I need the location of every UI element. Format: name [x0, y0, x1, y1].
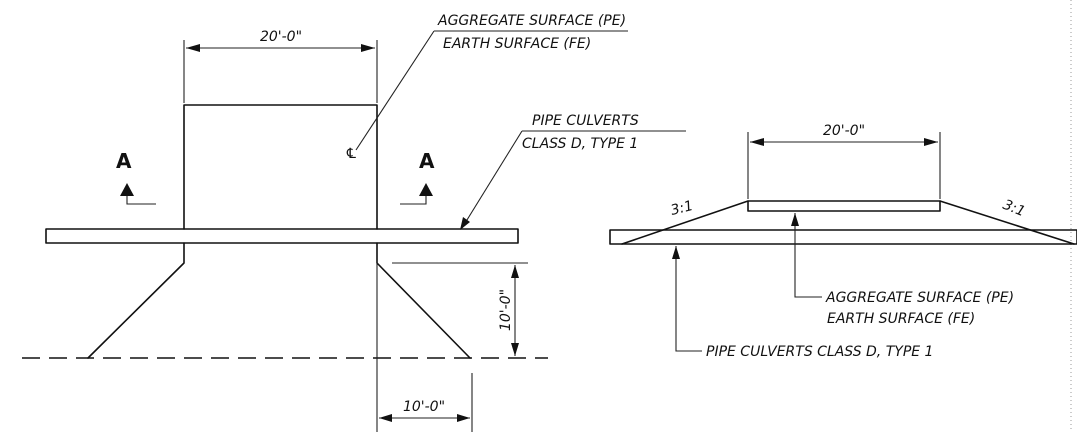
- arrowhead-icon: [457, 414, 470, 422]
- arrowhead-icon: [750, 138, 764, 146]
- section-slope-left-label: 3:1: [669, 198, 695, 219]
- section-embankment: [621, 200, 1075, 245]
- section-view: 20'-0" 3:1 3:1 AGGREGATE SURFACE (PE) EA…: [609, 123, 1077, 360]
- plan-roadway-top: [183, 104, 378, 230]
- section-arrow-icon: [120, 183, 134, 196]
- plan-flare-length-label: 10'-0": [498, 289, 514, 331]
- arrowhead-icon: [379, 414, 392, 422]
- plan-pipe-leader: [461, 130, 523, 229]
- section-surface-label-2: EARTH SURFACE (FE): [827, 311, 975, 327]
- section-surface-layer: [747, 200, 941, 212]
- section-a-right-tail: [400, 196, 427, 205]
- plan-left-flare: [87, 242, 185, 359]
- section-surface-label-1: AGGREGATE SURFACE (PE): [825, 290, 1014, 306]
- plan-pipe-label-2: CLASS D, TYPE 1: [522, 136, 638, 152]
- arrowhead-icon: [460, 217, 470, 230]
- plan-right-flare: [376, 242, 471, 359]
- section-surface-leader: [794, 213, 822, 298]
- plan-surface-label-1: AGGREGATE SURFACE (PE): [437, 13, 626, 29]
- arrowhead-icon: [924, 138, 938, 146]
- section-pipe-label: PIPE CULVERTS CLASS D, TYPE 1: [706, 344, 933, 360]
- section-a-left-tail: [126, 196, 156, 205]
- plan-surface-leader: [355, 30, 435, 151]
- plan-top-width-label: 20'-0": [260, 29, 302, 45]
- arrowhead-icon: [511, 343, 519, 356]
- section-pipe: [609, 229, 1077, 245]
- plan-view: 20'-0" AGGREGATE SURFACE (PE) EARTH SURF…: [22, 13, 686, 432]
- arrowhead-icon: [186, 44, 200, 52]
- plan-surface-label-2: EARTH SURFACE (FE): [443, 36, 591, 52]
- section-pipe-leader: [675, 246, 702, 352]
- arrowhead-icon: [672, 246, 680, 259]
- plan-pipe-label-1: PIPE CULVERTS: [532, 113, 639, 129]
- arrowhead-icon: [361, 44, 375, 52]
- section-a-left-letter: A: [116, 149, 132, 173]
- plan-flare-offset-label: 10'-0": [403, 399, 445, 415]
- section-arrow-icon: [419, 183, 433, 196]
- plan-centerline-symbol: ℄: [345, 146, 358, 162]
- arrowhead-icon: [791, 213, 799, 226]
- plan-pipe-culvert: [45, 228, 519, 244]
- section-slope-right-label: 3:1: [1001, 197, 1028, 220]
- section-top-width-label: 20'-0": [823, 123, 865, 139]
- section-a-right-letter: A: [419, 149, 435, 173]
- arrowhead-icon: [511, 265, 519, 278]
